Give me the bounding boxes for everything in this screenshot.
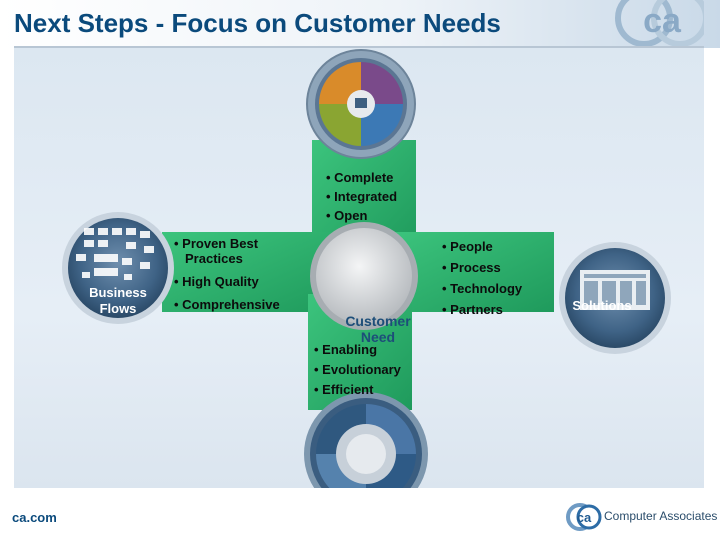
watermark-text: ca [643,2,682,40]
bottom-bullet-2: • Evolutionary [314,362,401,377]
center-label-line1: Customer [345,313,411,329]
left-bullet-1: • Proven Best [174,236,259,251]
solutions-caption: Solutions [572,298,632,313]
bottom-lifecycle-wheel [304,392,428,488]
right-bullet-2: • Process [442,260,501,275]
right-bullet-1: • People [442,239,493,254]
header-divider [14,46,704,48]
bottom-bullet-3: • Efficient [314,382,374,397]
business-flows-line2: Flows [99,301,137,316]
slide-title: Next Steps - Focus on Customer Needs [14,8,501,38]
ca-watermark-logo: ca [615,0,704,47]
business-flows-circle [62,212,174,324]
business-flows-caption: Business Flows [78,285,158,317]
diagram-panel: Customer Need • Complete • Integrated • … [14,48,704,488]
center-label: Customer Need [334,313,422,345]
bottom-bullets: • Enabling • Evolutionary • Efficient [314,340,401,400]
footer-site-link[interactable]: ca.com [12,510,57,525]
customer-need-diagram [62,49,671,488]
business-flows-line1: Business [89,285,147,300]
top-bullets: • Complete • Integrated • Open [326,168,397,225]
center-label-line2: Need [360,329,396,345]
top-bullet-3: • Open [326,208,368,223]
left-bullet-3: • Comprehensive [174,297,280,312]
company-name: Computer Associates [604,509,718,523]
left-bullet-1-cont: Practices [185,251,243,266]
slide-header: Next Steps - Focus on Customer Needs ca [0,0,720,48]
solutions-circle [559,242,671,354]
left-bullets: • Proven Best Practices • High Quality •… [174,236,280,312]
center-circle [310,222,418,330]
ca-logo-text: ca [577,510,592,525]
top-bullet-1: • Complete [326,170,394,185]
right-bullet-3: • Technology [442,281,523,296]
bottom-bullet-1: • Enabling [314,342,378,357]
left-bullet-2: • High Quality [174,274,259,289]
right-bullet-4: • Partners [442,302,503,317]
ca-logo-icon: ca [566,503,602,531]
footer-company-logo: ca Computer Associates [566,503,718,531]
top-wheel-graphic [306,49,416,159]
right-bullets: • People • Process • Technology • Partne… [442,236,522,320]
top-bullet-2: • Integrated [326,189,398,204]
